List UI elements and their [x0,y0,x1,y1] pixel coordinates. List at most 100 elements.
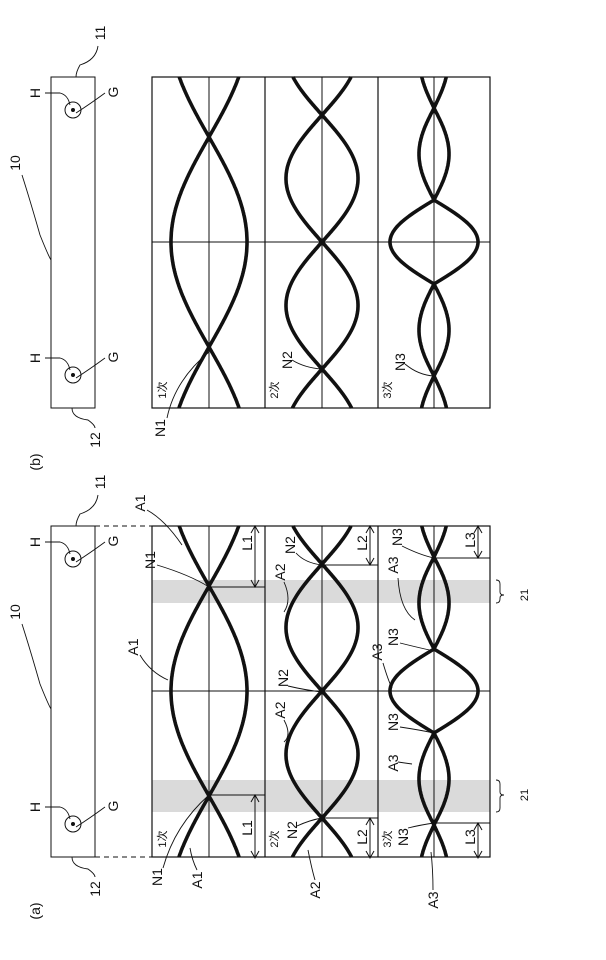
node-leader [295,552,323,566]
node-label: N3 [392,353,408,371]
mode-order-label: 1次 [155,830,169,847]
arrow-head [365,557,375,567]
node-label: N3 [389,528,405,546]
node-leader [291,359,323,370]
region-21-label: 21 [519,589,531,601]
length-label: L1 [239,820,255,836]
antinode-leader [430,851,434,891]
end-ref-left-label: 12 [87,432,103,448]
mode-order-label: 2次 [267,830,281,847]
antinode-label: A2 [272,563,288,580]
mode-2-curve [284,76,360,409]
node-leader [156,564,210,588]
hole-leader [45,541,71,555]
node-leader [162,794,210,869]
body-ref-leader [21,623,52,710]
node-label: N2 [279,351,295,369]
arrow-head [250,793,260,803]
body-ref-leader [21,174,52,261]
hole-label: H [27,537,43,547]
region-brace [495,579,505,604]
mode-order-label: 2次 [267,381,281,398]
center-leader [75,357,106,379]
mode-1-curve [169,525,241,858]
center-dot-0 [71,108,75,112]
end-ref-left-leader [71,407,96,429]
node-leader [287,685,323,693]
node-leader [399,726,435,734]
length-label: L1 [239,535,255,551]
arrow-head [250,579,260,589]
center-dot-0 [71,557,75,561]
arrow-head [473,821,483,831]
antinode-label: A3 [385,754,401,771]
antinode-label: A2 [307,881,323,898]
mode-1-curve [177,525,249,858]
mode-3-curve [417,76,480,409]
node-label: N2 [275,669,291,687]
antinode-label: A1 [189,871,205,888]
region-brace [495,779,505,813]
mode-1-curve [177,76,249,409]
node-leader [401,545,435,559]
antinode-leader [283,719,289,743]
mode-order-label: 3次 [380,830,394,847]
antinode-label: A1 [132,494,148,511]
node-label: N2 [282,536,298,554]
antinode-label: A2 [272,701,288,718]
arrow-head [473,550,483,560]
end-ref-left-leader [71,856,96,878]
length-label: L2 [354,829,370,845]
arrow-head [365,816,375,826]
hole-label: H [27,802,43,812]
length-label: L2 [354,535,370,551]
end-ref-left-label: 12 [87,881,103,897]
hole-leader [45,357,71,371]
antinode-leader [146,509,183,546]
center-label: G [105,536,121,547]
mode-3-curve [388,525,451,858]
node-leader [407,822,435,829]
hole-leader [45,806,71,820]
mode-order-label: 3次 [380,381,394,398]
center-dot-1 [71,822,75,826]
antinode-label: A3 [369,643,385,660]
antinode-label: A3 [385,556,401,573]
center-label: G [105,352,121,363]
node-leader [399,642,435,652]
antinode-leader [397,761,413,765]
length-label: L3 [462,829,478,845]
mode-1-curve [169,76,241,409]
antinode-leader [139,654,169,681]
node-leader [404,363,435,377]
node-label: N1 [152,419,168,437]
node-label: N1 [149,868,165,886]
center-label: G [105,87,121,98]
bar-body [50,76,96,409]
arrow-head [473,524,483,534]
arrow-head [250,850,260,860]
node-label: N3 [395,828,411,846]
center-label: G [105,801,121,812]
node-label: N1 [142,551,158,569]
end-ref-right-leader [75,45,99,78]
mode-3-curve [417,525,480,858]
center-leader [75,92,106,114]
arrow-head [365,850,375,860]
antinode-leader [397,577,416,621]
bar-body [50,525,96,858]
antinode-label: A3 [425,891,441,908]
center-leader [75,541,106,563]
panel-label: (b) [27,453,43,470]
length-label: L3 [462,532,478,548]
end-ref-right-label: 11 [92,475,108,490]
node-leader [166,351,210,419]
node-leader [296,817,323,827]
end-ref-right-label: 11 [92,26,108,41]
body-ref-label: 10 [7,604,23,620]
mode-order-label: 1次 [155,381,169,398]
end-ref-right-leader [75,494,99,527]
region-21-label: 21 [519,789,531,801]
panel-label: (a) [27,902,43,919]
node-label: N3 [385,713,401,731]
